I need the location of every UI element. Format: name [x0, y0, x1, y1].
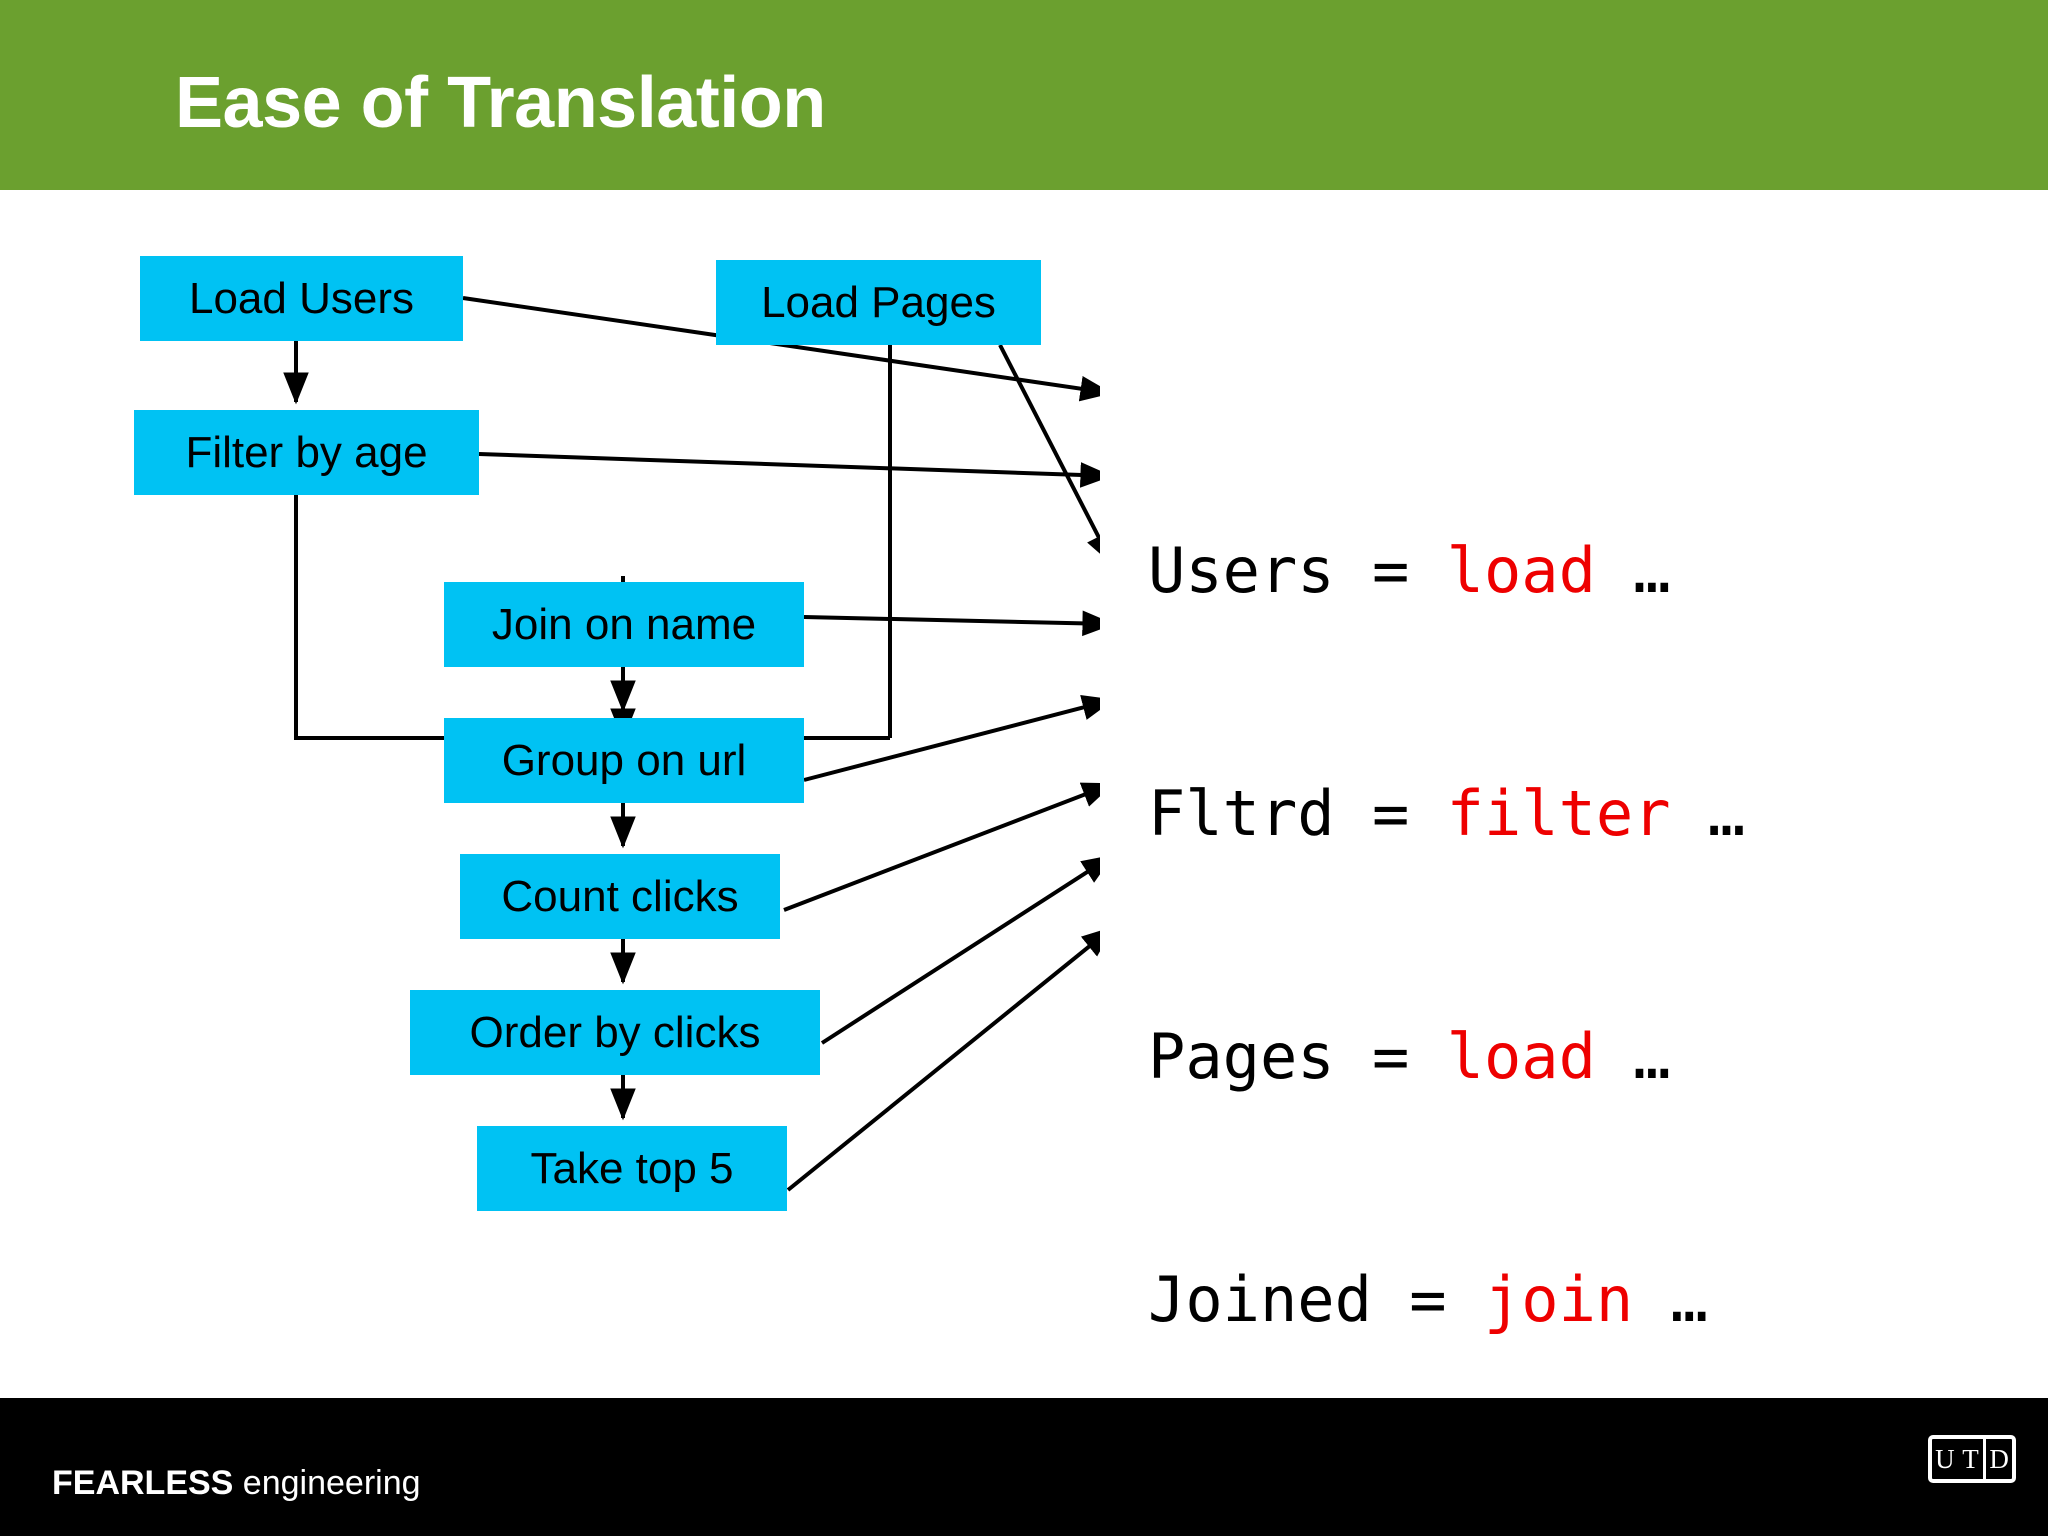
connector-order-to-code-sorted [820, 854, 1100, 1045]
utd-logo: U T D [1928, 1435, 2016, 1483]
footer-brand: FEARLESS engineering [52, 1464, 421, 1503]
connector-group-to-code-grouped [803, 695, 1100, 782]
flow-diagram: Load Users Load Pages Filter by age Join… [0, 190, 1100, 1290]
node-label: Count clicks [501, 871, 739, 921]
code-keyword: load [1446, 1020, 1596, 1093]
node-load-users[interactable]: Load Users [140, 256, 463, 341]
code-assign: Users = [1148, 534, 1447, 607]
node-group-on-url[interactable]: Group on url [444, 718, 804, 803]
footer-brand-regular: engineering [233, 1464, 421, 1502]
code-ellipsis: … [1670, 777, 1746, 850]
page-title: Ease of Translation [175, 63, 826, 143]
code-assign: Pages = [1148, 1020, 1447, 1093]
code-listing: Users = load … Fltrd = filter … Pages = … [1148, 368, 1857, 1536]
diagram-connectors [283, 296, 1100, 1192]
code-line-users: Users = load … [1148, 530, 1857, 611]
utd-logo-letter-t: T [1962, 1443, 1979, 1474]
code-line-fltrd: Fltrd = filter … [1148, 773, 1857, 854]
node-label: Load Pages [761, 277, 996, 327]
code-ellipsis: … [1595, 534, 1671, 607]
node-take-top-5[interactable]: Take top 5 [477, 1126, 787, 1211]
footer-brand-bold: FEARLESS [52, 1464, 234, 1502]
node-join-on-name[interactable]: Join on name [444, 582, 804, 667]
utd-logo-letter-d: D [1983, 1439, 2012, 1479]
code-line-pages: Pages = load … [1148, 1016, 1857, 1097]
node-load-pages[interactable]: Load Pages [716, 260, 1041, 345]
code-keyword: join [1483, 1263, 1634, 1336]
code-assign: Fltrd = [1148, 777, 1447, 850]
connector-take-to-code-top5 [786, 926, 1100, 1192]
connector-loadusers-to-code-users [462, 296, 1100, 402]
code-keyword: filter [1446, 777, 1671, 850]
footer-band [0, 1398, 2048, 1536]
code-keyword: load [1446, 534, 1596, 607]
node-label: Filter by age [185, 427, 428, 477]
node-label: Order by clicks [469, 1007, 761, 1057]
utd-logo-letter-u: U [1935, 1443, 1955, 1474]
code-assign: Joined = [1148, 1263, 1484, 1336]
node-filter-by-age[interactable]: Filter by age [134, 410, 479, 495]
node-label: Join on name [491, 599, 757, 649]
connector-loadpages-to-code-pages [998, 344, 1100, 566]
connector-count-to-code-summed [783, 782, 1100, 912]
title-band [0, 0, 2048, 190]
code-line-joined: Joined = join … [1148, 1259, 1857, 1340]
node-label: Load Users [188, 273, 414, 323]
connector-filter-to-code-fltrd [478, 452, 1100, 488]
code-ellipsis: … [1633, 1263, 1708, 1336]
code-ellipsis: … [1595, 1020, 1671, 1093]
node-label: Take top 5 [530, 1143, 734, 1193]
connector-join-to-code-joined [803, 610, 1100, 637]
node-count-clicks[interactable]: Count clicks [460, 854, 780, 939]
node-order-by-clicks[interactable]: Order by clicks [410, 990, 820, 1075]
node-label: Group on url [501, 735, 747, 785]
